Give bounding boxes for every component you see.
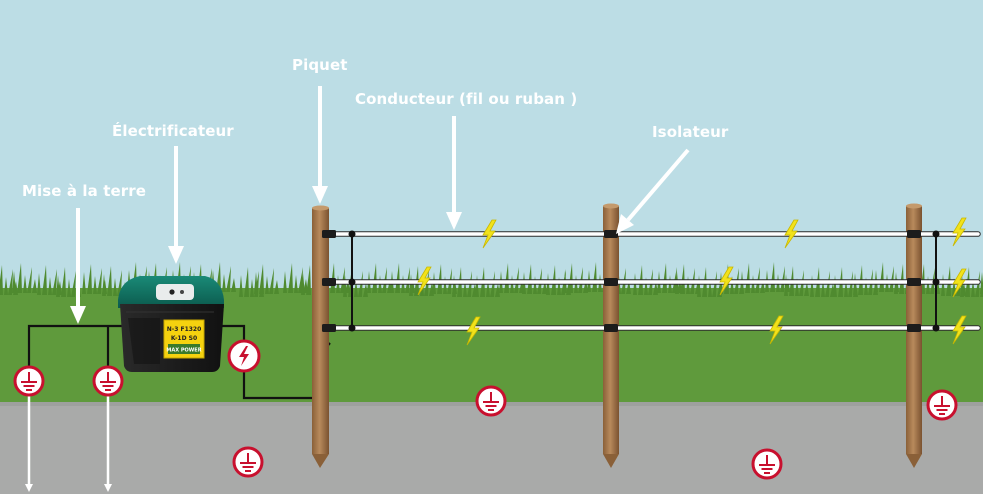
label-arrows bbox=[70, 86, 690, 324]
conductor-wires bbox=[327, 230, 981, 332]
earth-ground-icon bbox=[13, 365, 45, 397]
post bbox=[603, 203, 619, 468]
arrow-down-icon bbox=[70, 208, 86, 324]
post bbox=[312, 205, 329, 468]
earth-ground-icon bbox=[92, 365, 124, 397]
arrow-down-icon bbox=[446, 116, 462, 230]
label-ground: Mise à la terre bbox=[22, 182, 147, 200]
label-energizer: Électrificateur bbox=[112, 122, 234, 140]
ground-strip bbox=[0, 404, 983, 494]
earth-ground-icon bbox=[232, 446, 264, 478]
arrow-diagonal-icon bbox=[616, 148, 690, 234]
sky bbox=[0, 0, 983, 300]
label-insulator: Isolateur bbox=[652, 123, 729, 141]
high-voltage-icon bbox=[227, 339, 261, 373]
arrow-down-icon bbox=[312, 86, 328, 204]
post bbox=[906, 203, 922, 468]
energizer: N-3 F1320 K-1D S0 MAX POWER bbox=[118, 276, 224, 372]
ground-rods bbox=[27, 396, 110, 486]
earth-ground-icon bbox=[926, 389, 958, 421]
label-conductor: Conducteur (fil ou ruban ) bbox=[355, 90, 578, 108]
earth-ground-icon bbox=[751, 448, 783, 480]
svg-text:K-1D S0: K-1D S0 bbox=[171, 335, 197, 342]
label-post: Piquet bbox=[292, 56, 348, 74]
svg-text:MAX POWER: MAX POWER bbox=[166, 348, 201, 354]
arrow-down-icon bbox=[168, 146, 184, 264]
earth-ground-icon bbox=[475, 385, 507, 417]
svg-text:N-3 F1320: N-3 F1320 bbox=[167, 326, 202, 333]
